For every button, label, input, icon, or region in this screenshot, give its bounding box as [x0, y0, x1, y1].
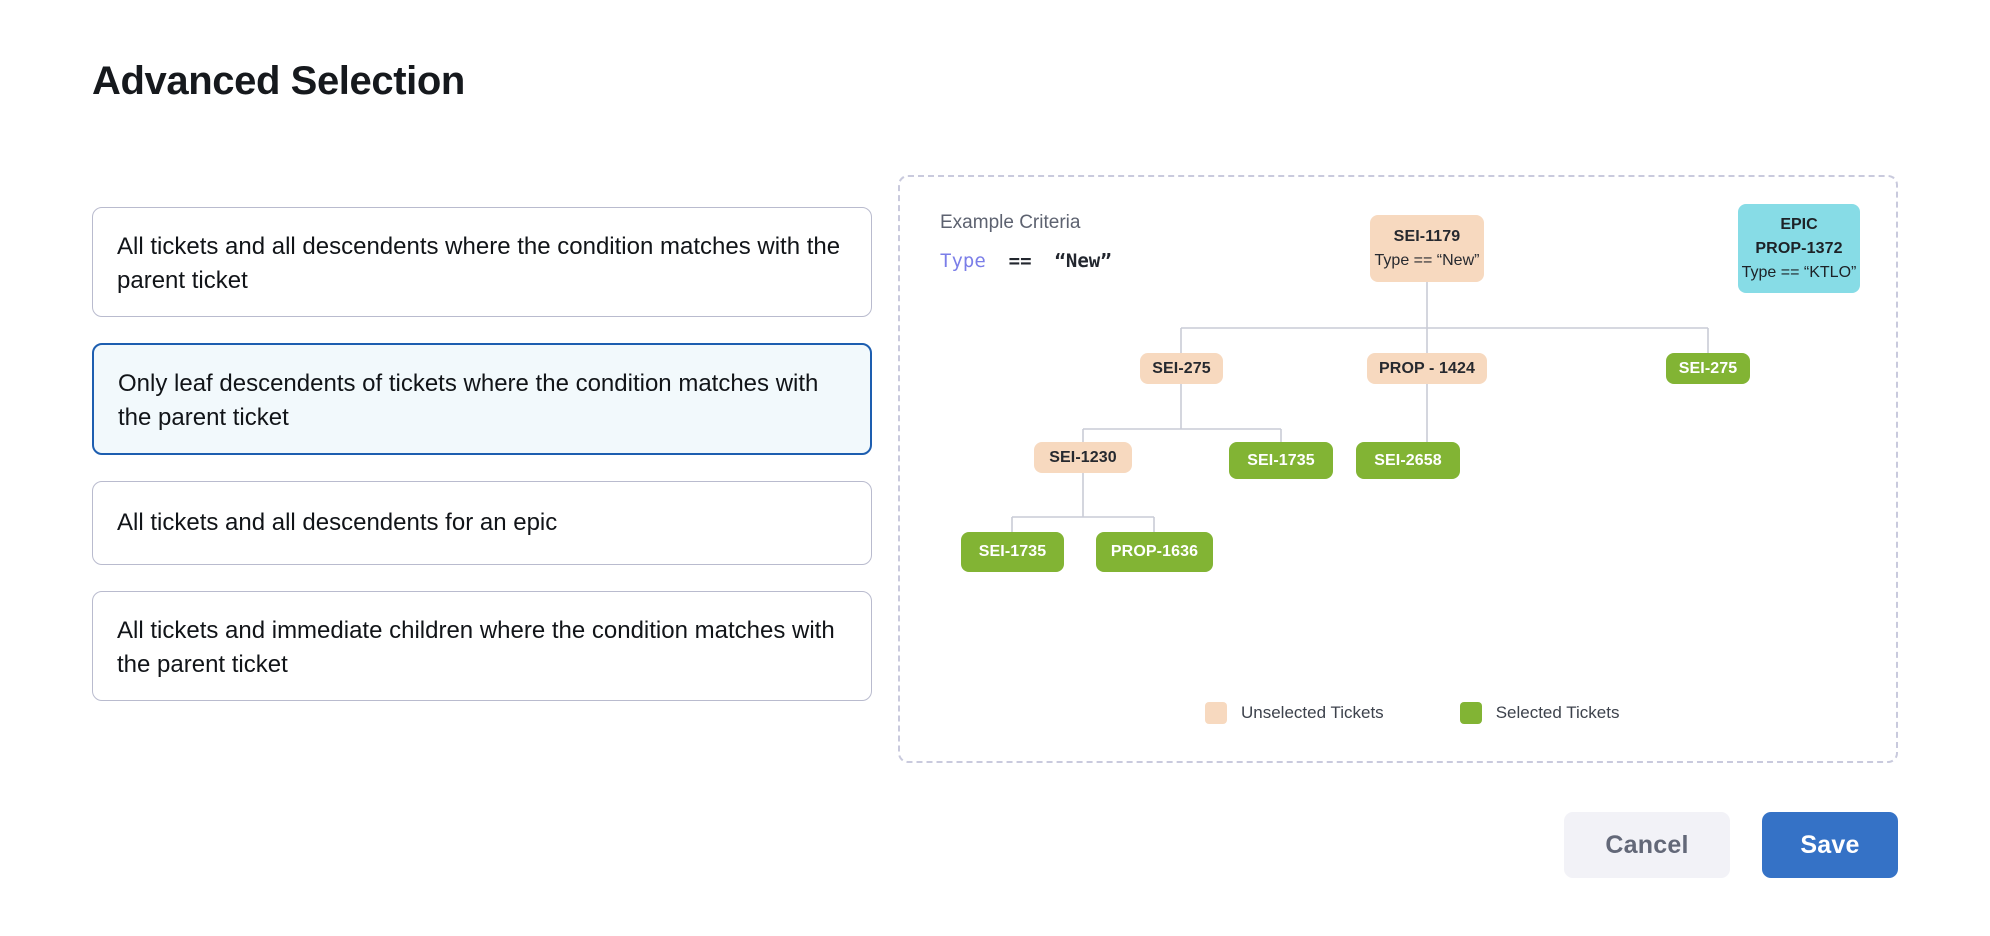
option-label: All tickets and immediate children where…	[117, 617, 835, 679]
dialog-footer: Cancel Save	[1564, 812, 1898, 878]
option-label: Only leaf descendents of tickets where t…	[118, 370, 819, 432]
node-code: SEI-275	[1152, 359, 1211, 377]
option-label: All tickets and all descendents for an e…	[117, 508, 558, 536]
node-code: PROP-1372	[1755, 239, 1843, 257]
legend-label: Unselected Tickets	[1241, 703, 1384, 722]
tree-node-sei-1735-level2[interactable]: SEI-1735	[1229, 442, 1333, 479]
selection-options-list: All tickets and all descendents where th…	[92, 207, 872, 701]
node-code: SEI-1230	[1049, 448, 1117, 466]
node-code: SEI-275	[1678, 359, 1738, 377]
option-label: All tickets and all descendents where th…	[117, 233, 841, 295]
legend-swatch-unselected-icon	[1205, 702, 1227, 724]
save-button[interactable]: Save	[1762, 812, 1898, 878]
tree-node-prop-1424[interactable]: PROP - 1424	[1367, 353, 1487, 384]
option-card-all-descendents-condition[interactable]: All tickets and all descendents where th…	[92, 207, 872, 317]
node-condition: Type == “New”	[1374, 251, 1480, 269]
node-code: PROP-1636	[1110, 543, 1199, 560]
tree-node-sei-1179[interactable]: SEI-1179 Type == “New”	[1370, 215, 1484, 282]
criteria-field: Type	[940, 250, 986, 272]
node-condition: Type == “KTLO”	[1741, 263, 1857, 281]
criteria-expression: Type == “New”	[940, 250, 1112, 272]
legend-label: Selected Tickets	[1495, 703, 1620, 722]
node-code: SEI-1735	[978, 543, 1047, 560]
criteria-value: “New”	[1054, 250, 1112, 272]
legend-swatch-selected-icon	[1459, 702, 1482, 724]
criteria-title: Example Criteria	[940, 212, 1081, 233]
legend-item-selected: Selected Tickets	[1459, 702, 1620, 724]
legend-item-unselected: Unselected Tickets	[1205, 702, 1384, 724]
node-code: SEI-1179	[1393, 227, 1461, 245]
tree-node-sei-2658[interactable]: SEI-2658	[1356, 442, 1460, 479]
cancel-button[interactable]: Cancel	[1564, 812, 1730, 878]
option-card-all-descendents-epic[interactable]: All tickets and all descendents for an e…	[92, 481, 872, 565]
option-card-immediate-children-condition[interactable]: All tickets and immediate children where…	[92, 591, 872, 701]
page-title: Advanced Selection	[92, 59, 465, 103]
tree-node-prop-1636[interactable]: PROP-1636	[1096, 532, 1213, 572]
tree-node-sei-1735-level3[interactable]: SEI-1735	[961, 532, 1064, 572]
tree-node-sei-275-selected[interactable]: SEI-275	[1666, 353, 1750, 384]
node-code: PROP - 1424	[1379, 359, 1475, 377]
option-card-leaf-descendents-condition[interactable]: Only leaf descendents of tickets where t…	[92, 343, 872, 455]
tree-node-epic-prop-1372[interactable]: EPIC PROP-1372 Type == “KTLO”	[1738, 204, 1860, 293]
node-code: SEI-2658	[1374, 451, 1442, 469]
criteria-operator: ==	[1008, 250, 1032, 272]
node-code: SEI-1735	[1247, 451, 1315, 469]
tree-node-sei-275-unselected[interactable]: SEI-275	[1140, 353, 1223, 384]
example-diagram-panel: Example Criteria Type == “New”	[898, 175, 1898, 763]
node-epic-label: EPIC	[1780, 215, 1818, 233]
tree-node-sei-1230[interactable]: SEI-1230	[1034, 442, 1132, 473]
diagram-legend: Unselected Tickets Selected Tickets	[1205, 702, 1619, 724]
